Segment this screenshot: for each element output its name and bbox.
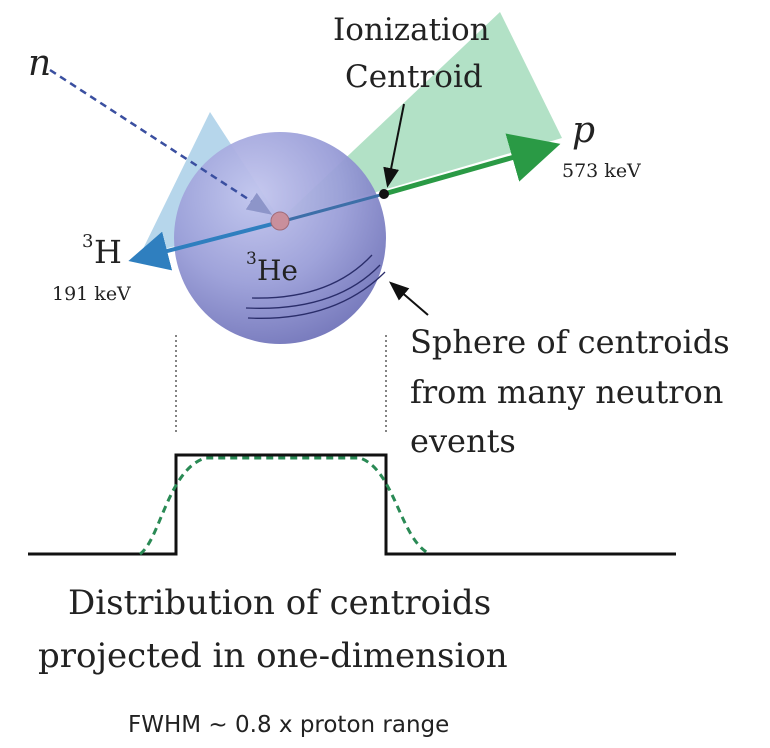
triton-energy-label: 191 keV	[52, 283, 131, 305]
proton-arrow	[383, 133, 561, 197]
sphere-label-line3: events	[410, 422, 516, 460]
centroid-sphere	[174, 132, 386, 344]
ionization-label-line1: Ionization	[333, 12, 490, 48]
sphere-label-line1: Sphere of centroids	[410, 323, 730, 361]
fwhm-label: FWHM ~ 0.8 x proton range	[128, 712, 449, 738]
triton-superscript: 3	[82, 231, 93, 252]
ionization-pointer	[383, 103, 405, 188]
sphere-label-line2: from many neutron	[410, 373, 723, 411]
sphere-pointer	[388, 281, 429, 316]
triton-label: H	[94, 233, 122, 271]
step-distribution	[28, 453, 676, 556]
distribution-label-line2: projected in one-dimension	[38, 636, 508, 676]
ionization-centroid-dot	[379, 189, 389, 199]
triton-arrow	[128, 220, 281, 271]
proton-label: p	[572, 110, 595, 151]
smooth-distribution	[139, 456, 431, 556]
nucleus	[270, 211, 290, 231]
sphere-shading	[245, 254, 386, 319]
neutron-arrow	[49, 68, 273, 215]
helium-superscript: 3	[246, 249, 257, 269]
track-line	[279, 192, 385, 224]
distribution-label-line1: Distribution of centroids	[68, 583, 491, 623]
ionization-label-line2: Centroid	[345, 59, 483, 95]
helium-label: He	[257, 254, 298, 287]
neutron-label: n	[28, 43, 51, 84]
proton-energy-label: 573 keV	[562, 160, 641, 182]
